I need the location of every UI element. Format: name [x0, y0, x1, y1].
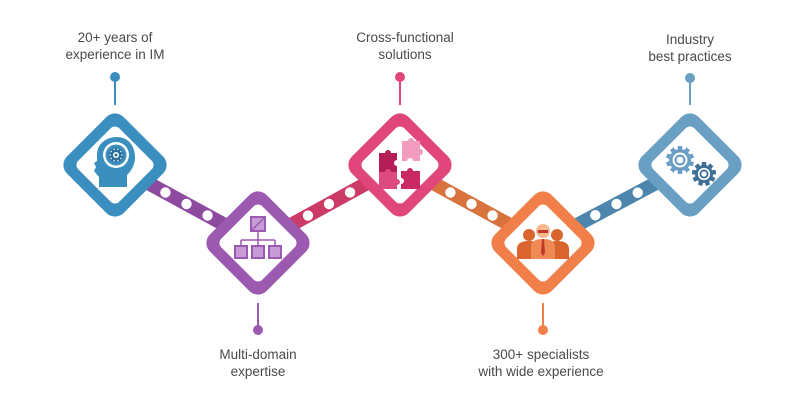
stem-specialists	[538, 303, 548, 335]
puzzle-icon	[379, 138, 423, 189]
connector-dot	[487, 210, 498, 221]
stem-end-dot	[538, 325, 548, 335]
large-gear	[666, 146, 694, 174]
connector-dot	[590, 210, 601, 221]
diamond-experience	[63, 113, 167, 217]
stem-multi-domain	[253, 303, 263, 335]
label-line: best practices	[648, 49, 732, 64]
connector-dot	[611, 198, 622, 210]
child-node	[268, 245, 282, 259]
label-line: experience in IM	[65, 47, 165, 62]
stem-end-dot	[253, 325, 263, 335]
gear-tooth	[701, 162, 707, 167]
person-head	[523, 229, 535, 241]
label-line: 20+ years of	[77, 30, 153, 45]
label-line: expertise	[230, 364, 286, 379]
connector-dot	[181, 198, 192, 210]
puzzle-piece-light	[402, 138, 423, 161]
step-label-multi-domain: Multi-domain expertise	[168, 346, 348, 380]
gear-tooth	[116, 159, 119, 162]
diamond-specialists	[491, 191, 595, 295]
connector-dot	[202, 210, 213, 221]
connector-dot	[466, 198, 477, 210]
puzzle-piece-dark-2	[401, 168, 420, 189]
stem-cross-functional	[395, 72, 405, 105]
connector-dot	[445, 187, 456, 198]
stem-best-practices	[685, 73, 695, 105]
step-label-best-practices: Industry best practices	[600, 31, 780, 65]
stem-experience	[110, 72, 120, 105]
connector-dot	[302, 210, 314, 221]
gear-tooth	[677, 169, 683, 174]
gear-tooth	[110, 157, 113, 160]
connector-dot	[323, 198, 335, 210]
person-head	[551, 229, 563, 241]
head-gear-icon	[94, 137, 135, 187]
gear-tooth	[113, 159, 116, 162]
label-line: 300+ specialists	[492, 347, 590, 362]
gear-tooth	[119, 150, 122, 153]
label-line: Multi-domain	[219, 347, 297, 362]
gear-tooth	[109, 154, 111, 156]
child-node	[251, 245, 265, 259]
gear-tooth	[677, 146, 683, 151]
diamond-best-practices	[638, 113, 742, 217]
diamond-shape	[348, 113, 452, 217]
stem-end-dot	[110, 72, 120, 82]
gear-tooth	[121, 154, 123, 156]
gear-hole	[676, 156, 684, 164]
label-line: Cross-functional	[356, 30, 454, 45]
diamond-multi-domain	[206, 191, 310, 295]
stem-end-dot	[685, 73, 695, 83]
label-line: with wide experience	[478, 364, 604, 379]
gear-center	[114, 153, 118, 157]
step-label-specialists: 300+ specialists with wide experience	[451, 346, 631, 380]
gear-tooth	[119, 157, 122, 160]
step-label-experience: 20+ years of experience in IM	[25, 29, 205, 63]
connector-dot	[632, 187, 643, 198]
puzzle-piece-mid	[379, 169, 400, 189]
team-icon	[517, 224, 569, 259]
connector-dot	[344, 187, 356, 198]
gear-tooth	[113, 148, 116, 151]
connector-dot	[160, 187, 171, 198]
leader-glasses	[538, 230, 548, 233]
stem-end-dot	[395, 72, 405, 82]
small-gear	[691, 162, 717, 187]
gear-tooth	[116, 148, 119, 151]
diamond-inner	[361, 126, 439, 204]
label-line: Industry	[665, 32, 715, 47]
top-node-slash	[250, 216, 266, 232]
leader-tie	[541, 239, 545, 256]
label-line: solutions	[378, 47, 432, 62]
gear-hole	[701, 171, 707, 177]
step-label-cross-functional: Cross-functional solutions	[315, 29, 495, 63]
gears-icon	[666, 146, 717, 187]
puzzle-piece-dark	[379, 150, 397, 172]
gear-tooth	[110, 150, 113, 153]
hierarchy-icon	[234, 216, 282, 259]
diamond-cross-functional	[348, 113, 452, 217]
child-node	[234, 245, 248, 259]
